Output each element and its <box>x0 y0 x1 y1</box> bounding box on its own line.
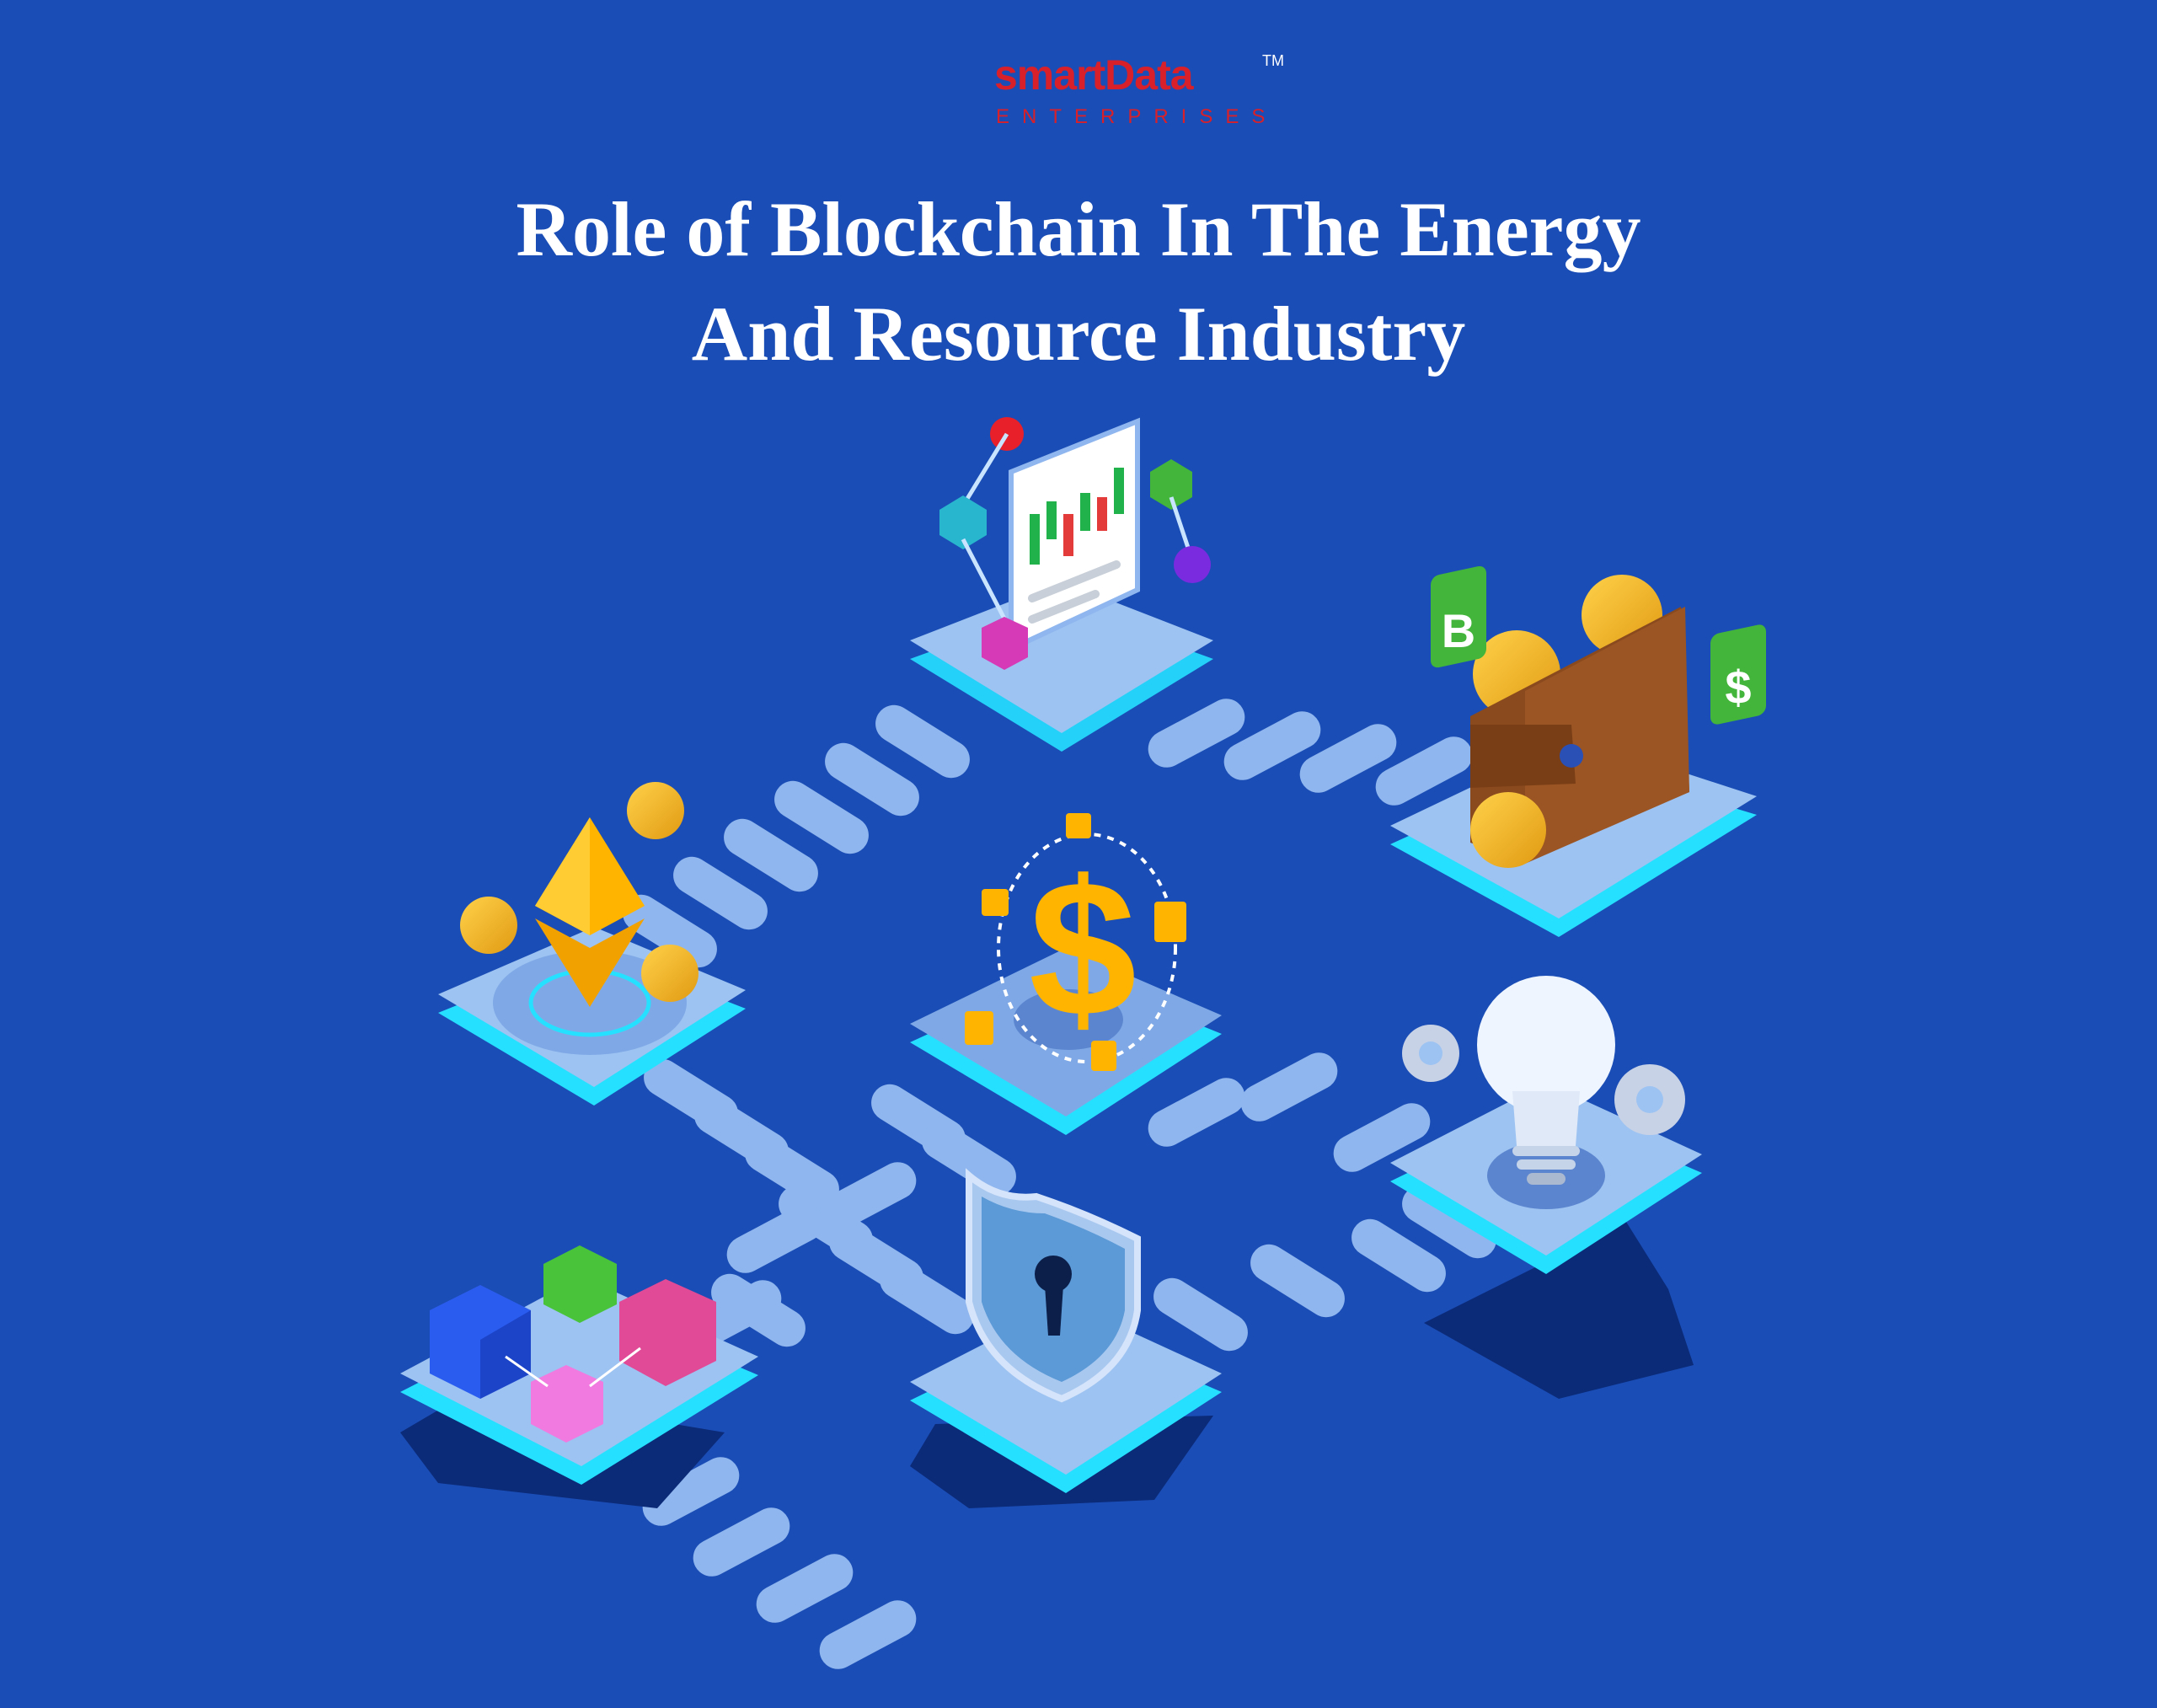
page-title: Role of Blockchain In The Energy And Res… <box>236 177 1921 386</box>
tile-shield <box>910 1168 1222 1508</box>
svg-text:$: $ <box>1029 840 1137 1057</box>
crypto-wallet-icon <box>1470 575 1689 868</box>
logo-trademark: TM <box>1262 52 1284 69</box>
blockchain-cubes-icon <box>430 1245 716 1443</box>
tile-cubes <box>400 1245 758 1508</box>
candlestick-chart-icon <box>939 417 1211 670</box>
tile-chart <box>910 417 1213 752</box>
title-line-1: Role of Blockchain In The Energy <box>516 186 1641 272</box>
logo-tagline: ENTERPRISES <box>996 105 1278 128</box>
brand-logo: smartData TM ENTERPRISES <box>994 51 1298 135</box>
tile-ethereum <box>438 782 746 1106</box>
dollar-badge: $ <box>1710 624 1766 725</box>
tile-wallet: B $ <box>1390 565 1766 937</box>
tile-dollar: $ <box>910 813 1222 1135</box>
security-shield-icon <box>966 1168 1141 1403</box>
title-line-2: And Resource Industry <box>691 291 1466 377</box>
tile-lightbulb <box>1390 976 1702 1399</box>
dollar-badge-label: $ <box>1725 661 1751 714</box>
bitcoin-badge-label: B <box>1442 604 1475 657</box>
dollar-lock-icon: $ <box>965 813 1186 1071</box>
ethereum-coin-icon <box>460 782 698 1007</box>
logo-wordmark: smartData <box>994 51 1194 99</box>
bitcoin-badge: B <box>1431 565 1486 668</box>
lightbulb-gear-icon <box>1402 976 1685 1185</box>
